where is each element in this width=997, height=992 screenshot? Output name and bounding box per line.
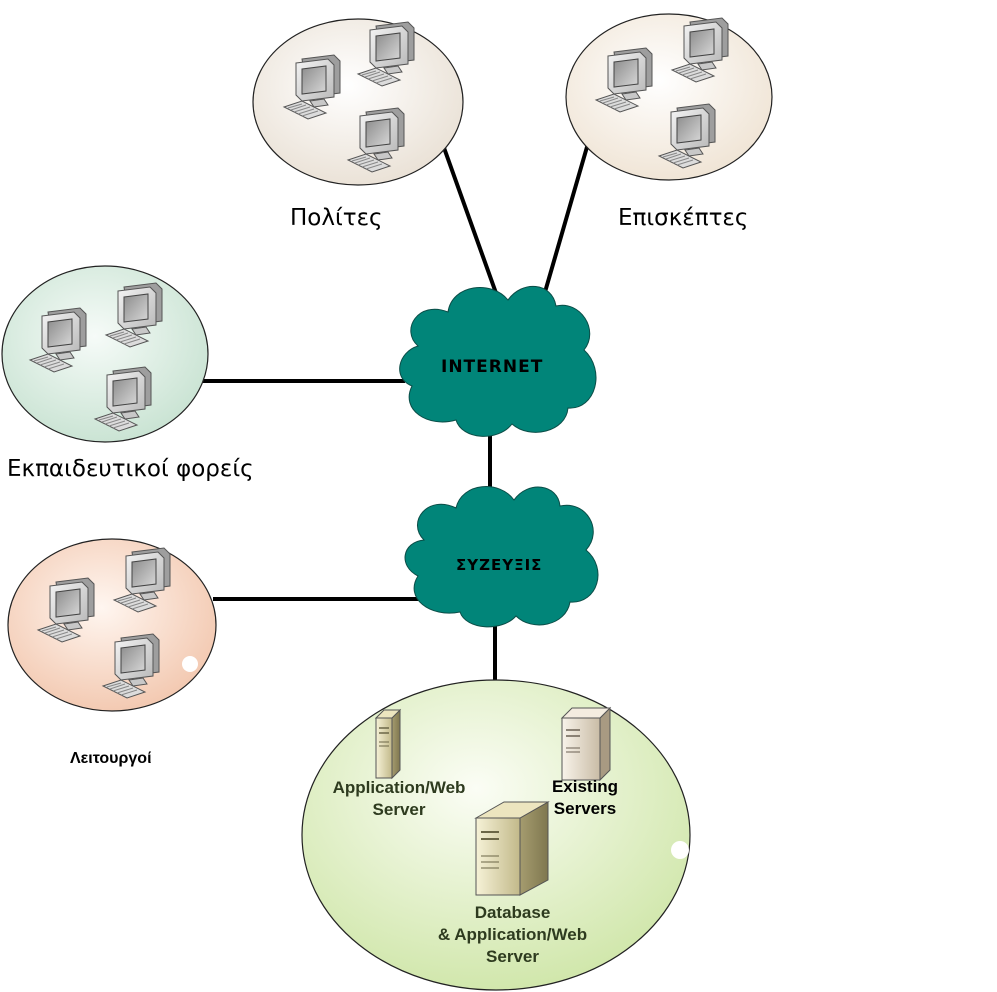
existing-servers-label-line2: Servers bbox=[553, 799, 617, 818]
syzeyxis-cloud bbox=[404, 486, 599, 628]
database-server-label-line2: & Application/Web bbox=[437, 925, 588, 944]
database-server-label: Database & Application/Web Server bbox=[420, 902, 605, 968]
education-label: Εκπαιδευτικοί φορείς bbox=[7, 456, 254, 482]
internet-label: INTERNET bbox=[441, 357, 544, 377]
group-visitors bbox=[565, 13, 773, 181]
existing-servers-label: Existing Servers bbox=[538, 776, 632, 820]
syzeyxis-label: ΣΥΖΕΥΞΙΣ bbox=[456, 556, 543, 574]
existing-servers-label-line1: Existing bbox=[551, 777, 619, 796]
citizens-label: Πολίτες bbox=[290, 205, 383, 231]
server-icon bbox=[474, 801, 550, 896]
staff-label: Λειτουργοί bbox=[70, 750, 152, 767]
visitors-label: Επισκέπτες bbox=[618, 205, 749, 231]
app-web-server-label-line2: Server bbox=[372, 800, 426, 819]
group-education bbox=[1, 265, 209, 443]
link-visitors-internet bbox=[543, 139, 591, 293]
server-icon bbox=[374, 708, 402, 780]
database-server-label-line3: Server bbox=[486, 947, 539, 966]
app-web-server-label: Application/Web Server bbox=[318, 777, 480, 821]
app-web-server-label-line1: Application/Web bbox=[332, 778, 466, 797]
group-servers bbox=[301, 679, 691, 991]
group-citizens bbox=[252, 18, 464, 186]
internet-cloud bbox=[399, 285, 597, 437]
server-icon bbox=[560, 706, 612, 782]
group-staff bbox=[7, 538, 217, 712]
link-citizens-internet bbox=[441, 144, 503, 308]
database-server-label-line1: Database bbox=[474, 903, 551, 922]
